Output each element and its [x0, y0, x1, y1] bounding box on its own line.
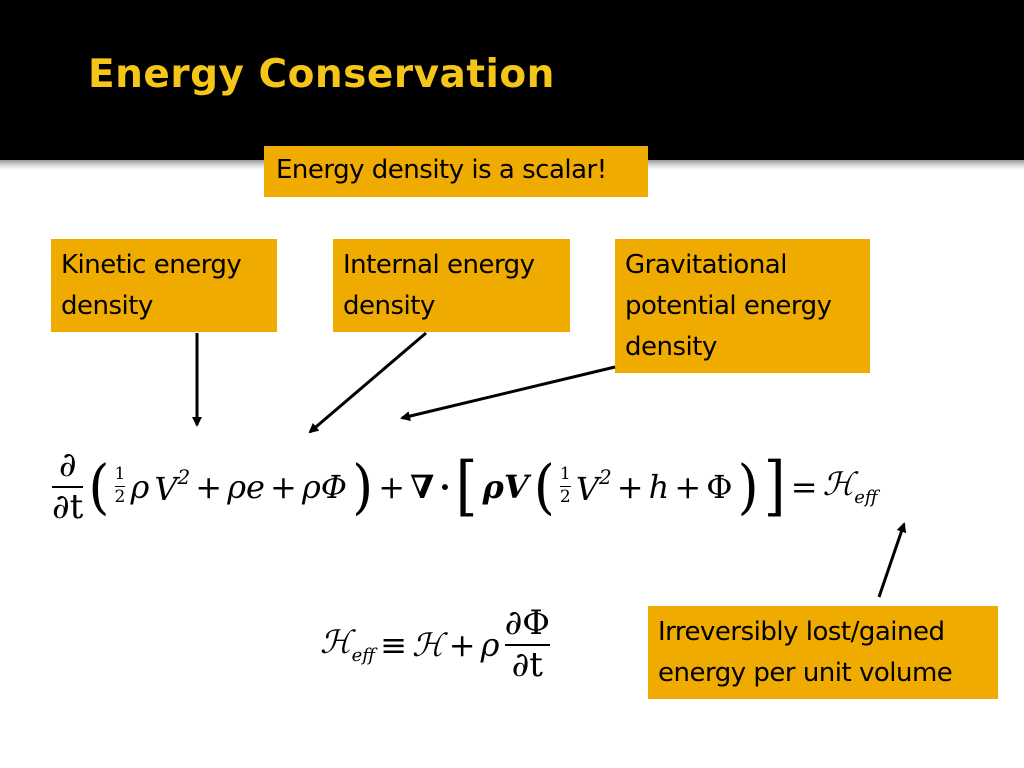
- plus-sign: +: [448, 625, 476, 664]
- gravitational-arrow: [400, 365, 616, 421]
- grav-label-line-3: density: [625, 332, 717, 362]
- open-bracket: [: [455, 449, 478, 525]
- enthalpy-symbol: h: [648, 467, 670, 506]
- heating-term: ℋeff: [822, 465, 878, 509]
- kinetic-energy-callout: Kinetic energy density: [51, 239, 277, 332]
- kinetic-label-line-1: Kinetic energy: [61, 250, 242, 280]
- irrev-label-line-2: energy per unit volume: [658, 658, 953, 688]
- slide-title: Energy Conservation: [88, 52, 555, 97]
- velocity-symbol: V2: [575, 465, 612, 509]
- scalar-note-text: Energy density is a scalar!: [276, 155, 607, 185]
- rho-symbol: ρ: [130, 467, 150, 506]
- internal-term: ρe: [227, 467, 265, 506]
- irreversible-energy-callout: Irreversibly lost/gained energy per unit…: [648, 606, 998, 699]
- equals-sign: =: [790, 467, 818, 506]
- open-paren: (: [533, 452, 555, 522]
- rho-symbol: ρ: [480, 625, 500, 664]
- grav-label-line-1: Gravitational: [625, 250, 787, 280]
- plus-sign: +: [674, 467, 702, 506]
- plus-sign: +: [616, 467, 644, 506]
- close-paren: ): [737, 452, 759, 522]
- close-paren: ): [352, 452, 374, 522]
- energy-conservation-equation: ∂ ∂t ( 1 2 ρ V2 + ρe + ρΦ ) + ∇ · [ ρV (…: [52, 445, 878, 548]
- irreversible-arrow: [877, 522, 907, 598]
- heating-term: ℋeff: [320, 623, 376, 667]
- slide-header: [0, 0, 1024, 160]
- velocity-symbol: V2: [154, 465, 191, 509]
- gravitational-energy-callout: Gravitational potential energy density: [615, 239, 870, 373]
- open-paren: (: [88, 452, 110, 522]
- heating-symbol: ℋ: [412, 625, 444, 664]
- plus-sign: +: [270, 467, 297, 506]
- half-fraction: 1 2: [114, 464, 126, 508]
- nabla-symbol: ∇: [410, 467, 435, 506]
- phi-symbol: Φ: [706, 467, 733, 506]
- dot-operator: ·: [439, 467, 451, 506]
- grav-label-line-2: potential energy: [625, 291, 832, 321]
- close-bracket: ]: [763, 449, 786, 525]
- potential-term: ρΦ: [301, 467, 347, 506]
- time-derivative-fraction: ∂ ∂t: [52, 445, 84, 527]
- internal-label-line-1: Internal energy: [343, 250, 535, 280]
- irrev-label-line-1: Irreversibly lost/gained: [658, 617, 945, 647]
- internal-energy-callout: Internal energy density: [333, 239, 570, 332]
- internal-arrow: [308, 331, 427, 434]
- effective-heating-definition: ℋeff ≡ ℋ + ρ ∂Φ ∂t: [320, 603, 551, 706]
- half-fraction: 1 2: [559, 464, 571, 508]
- potential-time-derivative: ∂Φ ∂t: [504, 603, 551, 685]
- internal-label-line-2: density: [343, 291, 435, 321]
- kinetic-label-line-2: density: [61, 291, 153, 321]
- momentum-term: ρV: [482, 467, 529, 506]
- plus-sign: +: [378, 467, 406, 506]
- plus-sign: +: [195, 467, 223, 506]
- equivalence-sign: ≡: [380, 625, 407, 664]
- scalar-note-callout: Energy density is a scalar!: [264, 146, 648, 197]
